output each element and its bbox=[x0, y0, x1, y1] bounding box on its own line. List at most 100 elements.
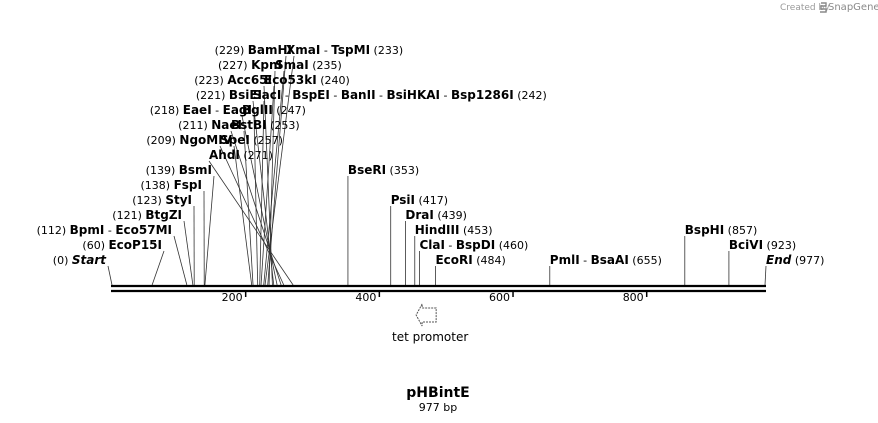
site-position: (857) bbox=[724, 224, 757, 237]
site-enzyme-name: PmlI bbox=[550, 253, 580, 267]
site-leader-line bbox=[204, 175, 215, 286]
site-separator: - bbox=[104, 224, 115, 237]
site-position: (353) bbox=[386, 164, 419, 177]
site-position: (242) bbox=[514, 89, 547, 102]
site-separator: - bbox=[376, 89, 387, 102]
site-label: AhdI (271) bbox=[209, 148, 273, 162]
site-leader-line bbox=[260, 85, 275, 286]
site-label: (227) KpnI bbox=[218, 58, 282, 72]
site-enzyme-name: Bsp1286I bbox=[451, 88, 514, 102]
site-label: (229) BamHI bbox=[215, 43, 292, 57]
ruler-tick-label: 800 bbox=[623, 291, 644, 304]
site-leader-line bbox=[233, 145, 253, 286]
feature-track: tet promoter bbox=[392, 303, 468, 344]
site-label: (138) FspI bbox=[141, 178, 202, 192]
site-label: (121) BtgZI bbox=[112, 208, 182, 222]
dna-backbone bbox=[111, 284, 766, 293]
site-label: BciVI (923) bbox=[729, 238, 796, 252]
site-position: (123) bbox=[132, 194, 165, 207]
site-position: (923) bbox=[763, 239, 796, 252]
site-position: (211) bbox=[178, 119, 211, 132]
site-position: (0) bbox=[53, 254, 72, 267]
site-position: (227) bbox=[218, 59, 251, 72]
ruler-tick-label: 200 bbox=[222, 291, 243, 304]
site-enzyme-name: DraI bbox=[405, 208, 433, 222]
site-separator: - bbox=[440, 89, 451, 102]
site-enzyme-name: PsiI bbox=[391, 193, 415, 207]
site-enzyme-name: BtgZI bbox=[145, 208, 182, 222]
site-position: (209) bbox=[146, 134, 179, 147]
site-position: (223) bbox=[194, 74, 227, 87]
site-enzyme-name: BsiEI bbox=[229, 88, 262, 102]
snapgene-credit: Created by SnapGene bbox=[780, 2, 878, 13]
feature-arrow[interactable] bbox=[415, 303, 437, 327]
site-label: (0) Start bbox=[53, 253, 107, 267]
site-label: PmlI - BsaAI (655) bbox=[550, 253, 662, 267]
site-position: (253) bbox=[267, 119, 300, 132]
site-position: (138) bbox=[141, 179, 174, 192]
site-label: (223) Acc65I bbox=[194, 73, 272, 87]
site-enzyme-name: EagI bbox=[223, 103, 252, 117]
site-position: (460) bbox=[495, 239, 528, 252]
site-enzyme-name: EcoP15I bbox=[108, 238, 162, 252]
site-label: BseRI (353) bbox=[348, 163, 419, 177]
site-enzyme-name: BspDI bbox=[456, 238, 495, 252]
site-leader-line bbox=[230, 130, 282, 286]
site-leader-line bbox=[208, 160, 294, 286]
site-enzyme-name: Acc65I bbox=[227, 73, 272, 87]
snapgene-logo-icon bbox=[820, 2, 827, 13]
site-position: (977) bbox=[791, 254, 824, 267]
site-leader-line bbox=[173, 235, 188, 286]
site-enzyme-name: XmaI bbox=[286, 43, 320, 57]
plasmid-length: 977 bp bbox=[419, 401, 457, 414]
site-enzyme-name: BglII bbox=[242, 103, 273, 117]
site-enzyme-name: NaeI bbox=[211, 118, 242, 132]
site-label: (211) NaeI bbox=[178, 118, 242, 132]
credit-text: Created by bbox=[780, 3, 830, 13]
site-position: (218) bbox=[150, 104, 183, 117]
site-label: (221) BsiEI bbox=[196, 88, 262, 102]
site-position: (60) bbox=[82, 239, 108, 252]
site-enzyme-name: BspEI bbox=[292, 88, 330, 102]
ruler-tick-label: 400 bbox=[355, 291, 376, 304]
site-label: BstBI (253) bbox=[231, 118, 300, 132]
site-enzyme-name: NgoMIV bbox=[179, 133, 232, 147]
site-enzyme-name: BstBI bbox=[231, 118, 267, 132]
site-label: BspHI (857) bbox=[685, 223, 757, 237]
site-enzyme-name: FspI bbox=[174, 178, 202, 192]
site-enzyme-name: End bbox=[766, 253, 792, 267]
site-separator: - bbox=[281, 89, 292, 102]
site-leader-line bbox=[253, 115, 259, 286]
site-enzyme-name: BseRI bbox=[348, 163, 386, 177]
site-enzyme-name: SmaI bbox=[275, 58, 309, 72]
site-position: (121) bbox=[112, 209, 145, 222]
feature-label: tet promoter bbox=[392, 330, 468, 344]
site-label: DraI (439) bbox=[405, 208, 467, 222]
bp-ruler: 200 400 600 800 bbox=[222, 291, 648, 304]
site-enzyme-name: BpmI bbox=[70, 223, 105, 237]
site-enzyme-name: KpnI bbox=[251, 58, 282, 72]
site-label: (139) BsmI bbox=[146, 163, 212, 177]
site-separator: - bbox=[330, 89, 341, 102]
site-position: (655) bbox=[629, 254, 662, 267]
site-position: (417) bbox=[415, 194, 448, 207]
site-position: (139) bbox=[146, 164, 179, 177]
site-leader-line bbox=[183, 220, 194, 286]
site-leader-line bbox=[252, 100, 275, 286]
site-position: (484) bbox=[473, 254, 506, 267]
site-enzyme-name: EaeI bbox=[183, 103, 212, 117]
site-leader-line bbox=[151, 250, 165, 286]
site-label: ClaI - BspDI (460) bbox=[419, 238, 528, 252]
site-enzyme-name: BsmI bbox=[179, 163, 212, 177]
site-label: HindIII (453) bbox=[415, 223, 493, 237]
site-enzyme-name: AhdI bbox=[209, 148, 240, 162]
site-label: (218) EaeI - EagI bbox=[150, 103, 252, 117]
site-label: XmaI - TspMI (233) bbox=[286, 43, 403, 57]
site-enzyme-name: BspHI bbox=[685, 223, 724, 237]
site-separator: - bbox=[320, 44, 331, 57]
site-enzyme-name: BanII bbox=[341, 88, 376, 102]
site-enzyme-name: ClaI bbox=[419, 238, 444, 252]
ruler-tick-label: 600 bbox=[489, 291, 510, 304]
site-leader-line bbox=[764, 265, 767, 286]
